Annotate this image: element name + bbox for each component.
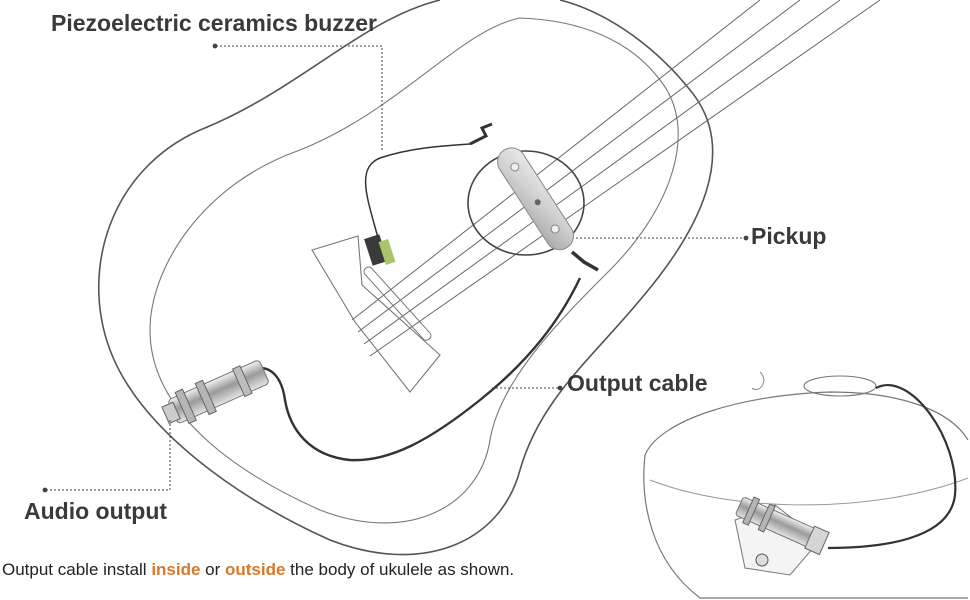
ukulele-body-outer xyxy=(97,0,714,556)
label-output-cable: Output cable xyxy=(567,370,708,396)
caption-part-3: the body of ukulele as shown. xyxy=(285,560,515,579)
pickup-bar xyxy=(497,147,575,251)
label-pickup: Pickup xyxy=(751,223,827,249)
leader-dot-pickup xyxy=(743,235,749,241)
inset-cable xyxy=(827,384,957,550)
leader-buzzer xyxy=(215,45,383,150)
piezo-buzzer xyxy=(364,234,396,266)
inset-jack-socket xyxy=(755,553,769,567)
leader-dot-output-cable xyxy=(557,385,563,391)
inset-ukulele-bottom xyxy=(643,371,969,599)
pickup-detail-circle xyxy=(467,150,585,256)
caption-part-2: or xyxy=(200,560,225,579)
ukulele-body-inner xyxy=(149,17,679,524)
bridge-plate xyxy=(311,235,441,393)
caption-part-1: Output cable install xyxy=(2,560,152,579)
pickup-plug xyxy=(570,250,599,272)
leader-audio-output xyxy=(45,420,171,491)
ukulele-strings xyxy=(351,0,881,357)
buzzer-plug xyxy=(469,122,493,146)
install-caption: Output cable install inside or outside t… xyxy=(2,560,514,580)
leader-dot-buzzer xyxy=(212,43,218,49)
label-piezo-buzzer: Piezoelectric ceramics buzzer xyxy=(51,10,377,36)
leader-dot-audio-output xyxy=(42,487,48,493)
caption-word-outside: outside xyxy=(225,560,286,579)
label-audio-output: Audio output xyxy=(24,498,168,524)
caption-word-inside: inside xyxy=(151,560,201,579)
output-cable-line xyxy=(259,277,582,462)
saddle xyxy=(363,266,432,341)
buzzer-wire xyxy=(364,143,471,239)
audio-jack xyxy=(161,360,269,425)
inset-jack xyxy=(735,496,830,556)
